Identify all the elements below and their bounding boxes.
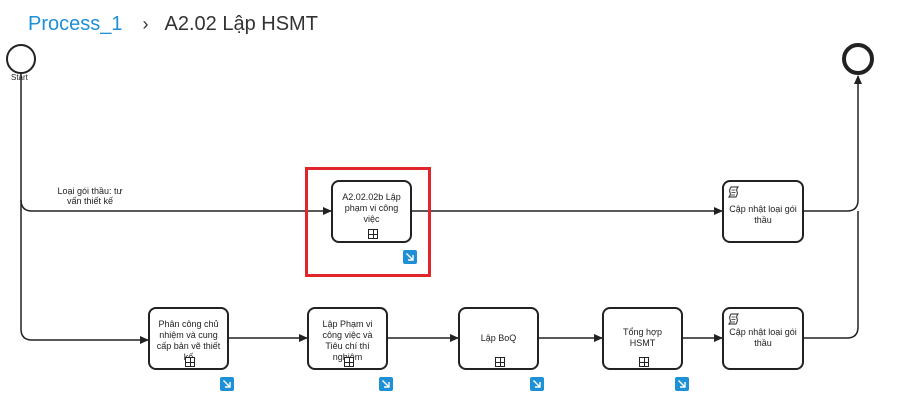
task-label: Cập nhật loại gói thầu <box>729 204 797 225</box>
expand-subprocess-icon <box>185 357 195 367</box>
flow-condition-line-1: Loại gói thầu: tư <box>57 186 123 196</box>
drill-down-icon[interactable] <box>675 377 689 391</box>
task-lap-boq[interactable]: Lập BoQ <box>458 307 539 370</box>
script-task-icon <box>728 313 740 325</box>
task-phan-cong-chu-nhiem[interactable]: Phân công chủ nhiệm và cung cấp bản vẽ t… <box>148 307 229 370</box>
task-update-goi-thau-bottom[interactable]: Cập nhật loại gói thầu <box>722 307 804 370</box>
task-update-goi-thau-top[interactable]: Cập nhật loại gói thầu <box>722 180 804 243</box>
script-task-icon <box>728 186 740 198</box>
expand-subprocess-icon <box>639 357 649 367</box>
task-a202b-lap-pham-vi[interactable]: A2.02.02b Lập phạm vi công việc <box>331 180 412 243</box>
flow-condition-line-2: vấn thiết kế <box>66 196 114 206</box>
task-label: Tổng hợp HSMT <box>623 327 662 348</box>
start-event-label: Start <box>11 73 28 82</box>
page-title: A2.02 Lập HSMT <box>164 12 318 35</box>
drill-down-icon[interactable] <box>379 377 393 391</box>
end-event[interactable] <box>842 43 874 75</box>
flow-update-bottom-to-end[interactable] <box>804 211 859 339</box>
drill-down-icon[interactable] <box>530 377 544 391</box>
breadcrumb-process-link[interactable]: Process_1 <box>28 12 123 35</box>
flow-update-top-to-end[interactable] <box>804 75 862 212</box>
breadcrumb: Process_1 › A2.02 Lập HSMT <box>28 10 318 38</box>
task-label: Cập nhật loại gói thầu <box>729 327 797 348</box>
expand-subprocess-icon <box>368 229 378 239</box>
task-tong-hop-hsmt[interactable]: Tổng hợp HSMT <box>602 307 683 370</box>
flow-start-to-phan-cong[interactable] <box>20 200 149 344</box>
expand-subprocess-icon <box>495 357 505 367</box>
selection-highlight <box>305 167 431 277</box>
drill-down-icon[interactable] <box>220 377 234 391</box>
chevron-right-icon: › <box>142 13 149 34</box>
drill-down-icon[interactable] <box>403 250 417 264</box>
task-lap-pham-vi-tieu-chi[interactable]: Lập Phạm vi công việc và Tiêu chí thí ng… <box>307 307 388 370</box>
expand-subprocess-icon <box>344 357 354 367</box>
start-event[interactable] <box>6 44 36 74</box>
flow-condition-label: Loại gói thầu: tư vấn thiết kế <box>40 186 140 206</box>
task-label: A2.02.02b Lập phạm vi công việc <box>342 192 401 224</box>
task-label: Lập BoQ <box>480 333 517 343</box>
